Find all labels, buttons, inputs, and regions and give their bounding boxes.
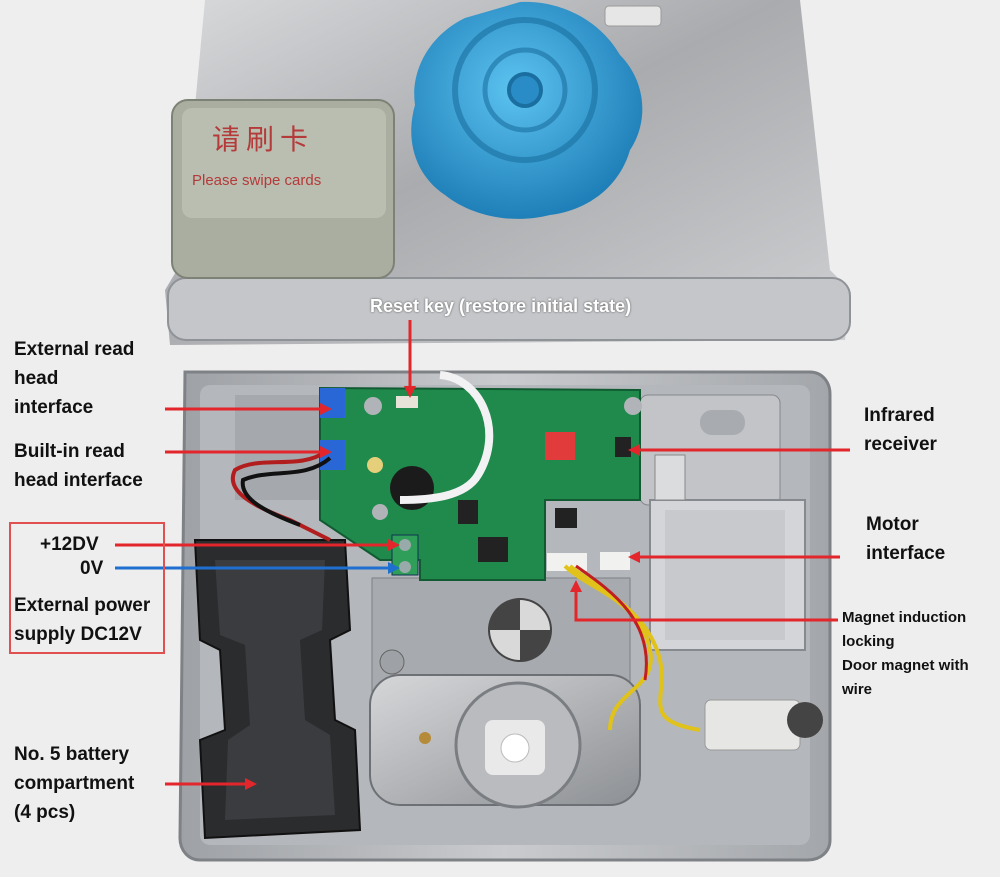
annotation-arrows [115, 320, 850, 790]
label-line: (4 pcs) [14, 802, 76, 823]
label-line: Motor [866, 514, 919, 535]
label-line: head [14, 368, 59, 389]
power-supply-box [9, 522, 165, 654]
label-line: Magnet induction [842, 609, 967, 626]
label-external-read-head: External read head interface [14, 335, 134, 422]
label-infrared-receiver: Infrared receiver [864, 401, 937, 459]
label-line: wire [842, 681, 873, 698]
label-0v: 0V [80, 558, 104, 579]
label-line: External power [14, 595, 151, 616]
swipe-label-zh: 请刷卡 [212, 123, 315, 156]
battery-holder [193, 539, 362, 840]
label-line: supply DC12V [14, 624, 142, 645]
label-line: External read [14, 339, 135, 360]
label-line: Infrared [864, 405, 935, 426]
card-reader-block [171, 99, 395, 279]
label-magnet-induction: Magnet induction locking Door magnet wit… [842, 606, 969, 702]
label-reset-key: Reset key (restore initial state) [370, 296, 632, 316]
label-line: interface [14, 397, 94, 418]
label-builtin-read-head: Built-in read head interface [14, 437, 143, 495]
label-line: interface [866, 543, 946, 564]
label-external-power: External power supply DC12V [14, 591, 150, 649]
label-line: No. 5 battery [14, 744, 130, 765]
label-line: Built-in read [14, 441, 125, 462]
label-line: head interface [14, 470, 143, 491]
label-plus-12v: +12DV [40, 534, 99, 555]
label-line: compartment [14, 773, 135, 794]
circuit-board [231, 371, 701, 732]
label-line: Door magnet with [842, 657, 969, 674]
label-line: receiver [864, 434, 937, 455]
blue-knob [411, 1, 643, 219]
label-battery-compartment: No. 5 battery compartment (4 pcs) [14, 740, 134, 827]
label-motor-interface: Motor interface [866, 510, 945, 568]
swipe-label-en: Please swipe cards [192, 172, 322, 189]
motor [369, 674, 641, 809]
label-line: locking [842, 633, 895, 650]
